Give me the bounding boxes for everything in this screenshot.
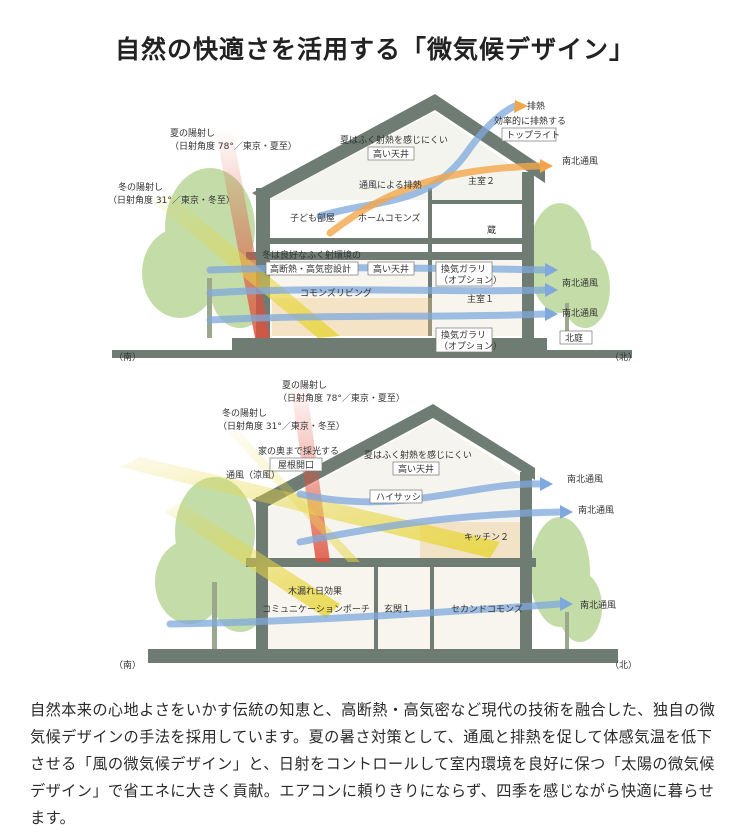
- second-commons-label: セカンドコモンズ: [451, 603, 523, 615]
- ns-wind-label-1: 南北通風: [562, 155, 598, 167]
- winter-sun-ray-lower: [120, 457, 500, 558]
- north-garden-label: 北庭: [565, 332, 583, 344]
- description-text: 自然本来の心地よさをいかす伝統の知恵と、高断熱・高気密など現代の技術を融合した、…: [30, 701, 716, 828]
- south-label: （南）: [114, 659, 141, 671]
- ns-wind-label-1: 南北通風: [567, 473, 603, 485]
- insulation-label: 高断熱・高気密設計: [270, 263, 351, 275]
- north-tree: [530, 517, 602, 652]
- summer-sun-label: 夏の陽射し: [170, 127, 215, 139]
- ns-wind-label-2: 南北通風: [562, 277, 598, 289]
- toplight-label: トップライト: [506, 130, 560, 141]
- wind-microclimate-diagram: 夏の陽射し （日射角度 78°／東京・夏至） 冬の陽射し （日射角度 31°／東…: [108, 94, 637, 363]
- ns-wind-label-3: 南北通風: [580, 599, 616, 611]
- storage-label: 蔵: [487, 224, 496, 236]
- summer-sun-label: 夏の陽射し: [282, 379, 327, 391]
- master2-label: 主室２: [468, 175, 495, 187]
- summer-sun-angle: （日射角度 78°／東京・夏至）: [278, 392, 405, 404]
- high-sash-label: ハイサッシ: [376, 492, 421, 503]
- winter-sun-label: 冬の陽射し: [222, 407, 267, 419]
- sun-microclimate-diagram: 夏の陽射し （日射角度 78°／東京・夏至） 冬の陽射し （日射角度 31°／東…: [114, 379, 637, 671]
- house-section: [112, 94, 632, 358]
- north-label: （北）: [610, 352, 637, 363]
- cool-breeze-label: 通風（涼風）: [226, 469, 280, 481]
- ns-wind-label-3: 南北通風: [562, 307, 598, 319]
- master1-label: 主室１: [467, 293, 494, 305]
- komorebi-label: 木漏れ日効果: [288, 585, 342, 597]
- ns-wind-label-2: 南北通風: [578, 504, 614, 516]
- no-heat-label: 夏はふく射熱を感じにくい: [340, 134, 448, 146]
- winter-sun-angle: （日射角度 31°／東京・冬至）: [108, 194, 235, 206]
- commons-living-label: コモンズリビング: [300, 287, 372, 299]
- roof-opening-label: 屋根開口: [278, 459, 314, 471]
- daylight-deep-label: 家の奥まで採光する: [258, 445, 339, 457]
- kids-room-label: 子ども部屋: [290, 212, 335, 224]
- high-ceiling-top-label: 高い天井: [373, 148, 409, 160]
- home-commons-label: ホームコモンズ: [358, 212, 421, 224]
- kitchen2-label: キッチン２: [464, 532, 509, 543]
- north-label: （北）: [610, 660, 637, 671]
- vent-glass-bottom-label: 換気ガラリ: [441, 329, 486, 341]
- winter-sun-angle: （日射角度 31°／東京・冬至）: [218, 420, 345, 432]
- ventilation-exhaust-label: 通風による排熱: [359, 179, 422, 191]
- vent-glass-top-label: 換気ガラリ: [441, 263, 486, 275]
- summer-sun-angle: （日射角度 78°／東京・夏至）: [170, 140, 297, 152]
- community-porch-label: コミュニケーションポーチ: [262, 604, 370, 615]
- no-heat-label: 夏はふく射熱を感じにくい: [364, 449, 472, 461]
- efficient-exhaust-label: 効率的に排熱する: [494, 115, 566, 127]
- entrance1-label: 玄関１: [384, 603, 411, 615]
- vent-glass-top-option: （オプション）: [439, 275, 502, 286]
- vent-glass-bottom-option: （オプション）: [439, 341, 502, 352]
- summer-sun-ray: [290, 382, 330, 562]
- north-tree: [528, 203, 610, 343]
- winter-sun-ray-porch: [165, 502, 340, 618]
- page-title: 自然の快適さを活用する「微気候デザイン」: [114, 35, 635, 64]
- high-ceiling-mid-label: 高い天井: [373, 263, 409, 275]
- south-label: （南）: [114, 351, 141, 363]
- winter-radiant-label: 冬は良好なふく射環境の: [262, 249, 361, 261]
- high-ceiling-label: 高い天井: [398, 463, 434, 475]
- winter-sun-label: 冬の陽射し: [118, 181, 163, 193]
- exhaust-label: 排熱: [527, 100, 545, 112]
